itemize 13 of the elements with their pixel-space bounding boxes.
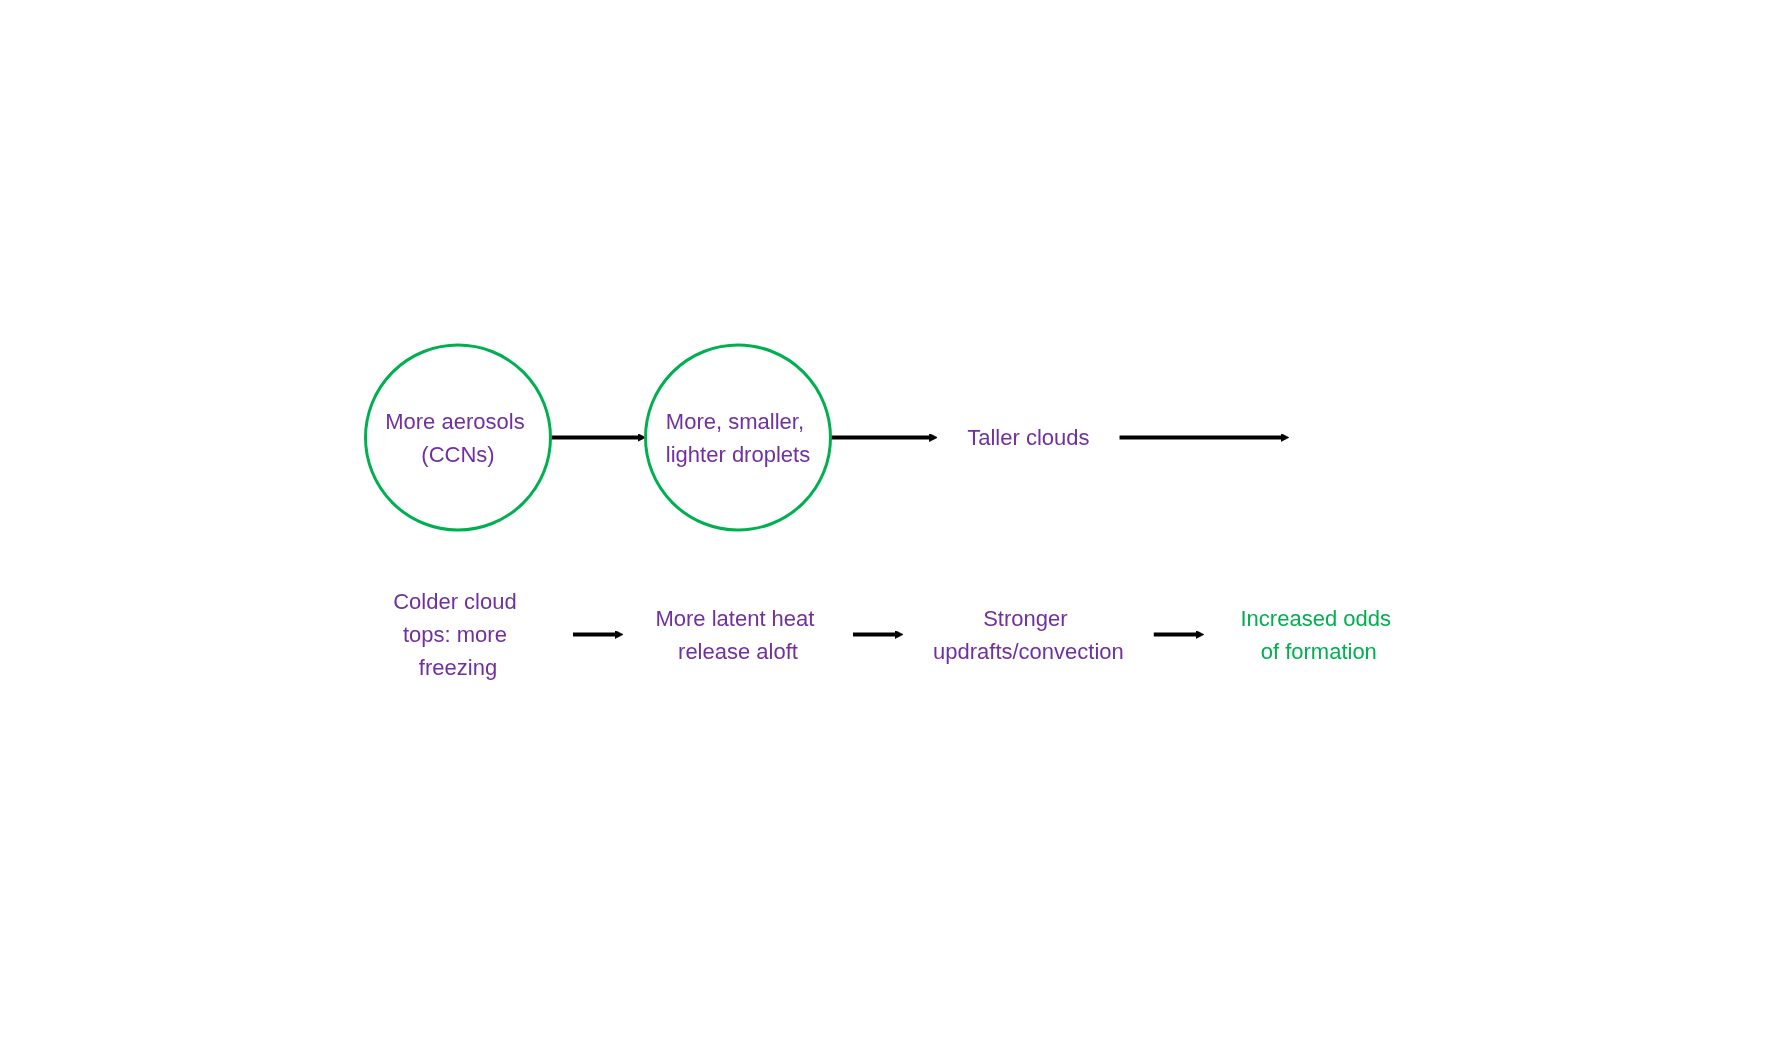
node-text: Taller clouds xyxy=(967,424,1090,450)
circle-node: More aerosols (CCNs) xyxy=(364,343,553,531)
arrow xyxy=(550,432,646,442)
arrow xyxy=(573,629,624,639)
node-text: More latent heat release aloft xyxy=(655,605,815,663)
arrow xyxy=(830,432,938,442)
node-text: Colder cloud tops: more freezing xyxy=(393,588,517,680)
arrow xyxy=(1119,432,1290,442)
arrow xyxy=(853,629,904,639)
node-text: Increased odds of formation xyxy=(1240,605,1392,663)
arrow xyxy=(1153,629,1205,639)
circle-node: More, smaller, lighter droplets xyxy=(644,343,833,531)
node-text: Stronger updrafts/convection xyxy=(933,605,1124,663)
